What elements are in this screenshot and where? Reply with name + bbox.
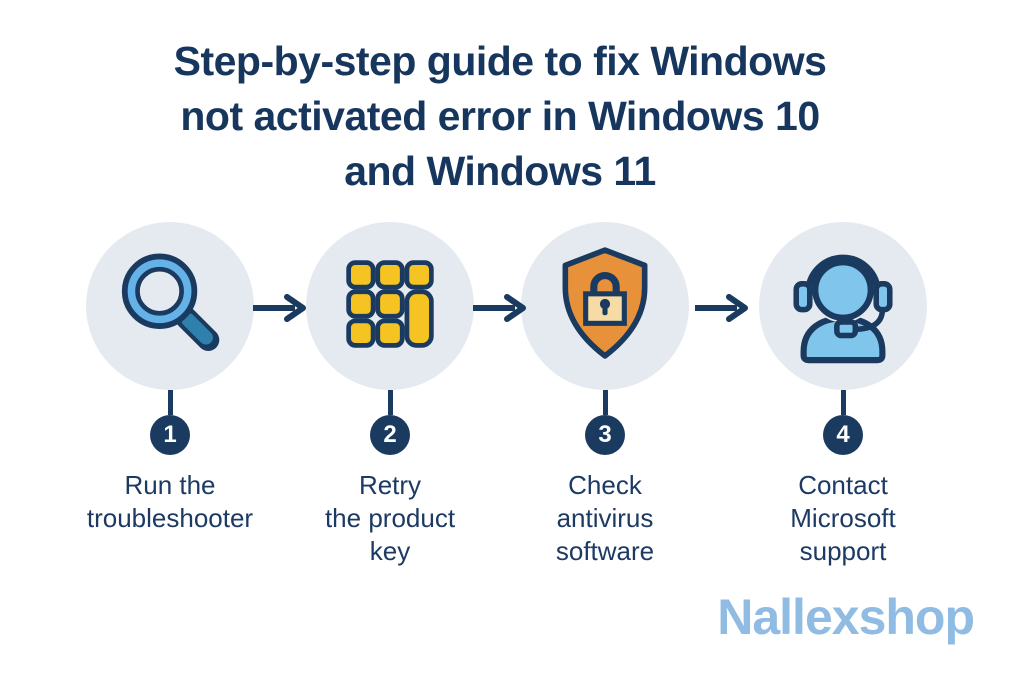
page-title: Step-by-step guide to fix Windows not ac… [173,38,827,194]
step-3-number-badge: 3 [585,415,625,455]
step-4: 4 Contact Microsoft support [733,222,953,568]
magnifier-icon [112,246,228,367]
step-2: 2 Retry the product key [280,222,500,568]
step-1-number-badge: 1 [150,415,190,455]
step-4-label: Contact Microsoft support [790,470,896,566]
flow-arrow-icon [471,294,529,322]
flow-arrow-icon [693,294,751,322]
keypad-icon [343,257,437,356]
step-1: 1 Run the troubleshooter [60,222,280,535]
step-1-label: Run the troubleshooter [86,470,254,533]
step-1-circle [86,222,254,390]
step-4-circle [759,222,927,390]
step-2-connector-line [387,390,393,415]
step-3-circle [521,222,689,390]
step-4-connector-line [840,390,846,415]
step-4-number-badge: 4 [823,415,863,455]
step-3-label: Check antivirus software [555,470,655,566]
support-agent-icon [779,243,907,369]
step-2-circle [306,222,474,390]
step-2-number-badge: 2 [370,415,410,455]
step-2-label: Retry the product key [324,470,456,566]
shield-lock-icon [554,245,656,367]
step-1-connector-line [167,390,173,415]
flow-arrow-icon [251,294,309,322]
step-3: 3 Check antivirus software [495,222,715,568]
brand-watermark: Nallexshop [717,589,975,645]
step-3-connector-line [602,390,608,415]
